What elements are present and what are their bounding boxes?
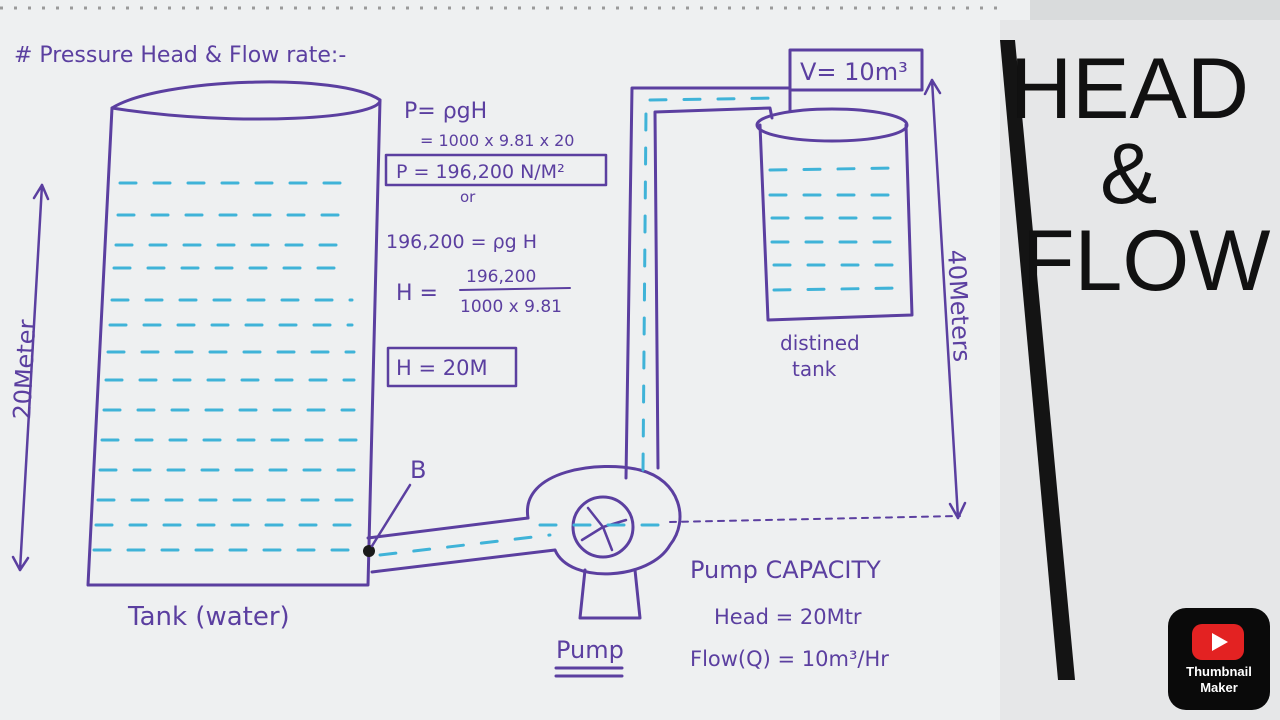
pump-icon	[526, 465, 682, 620]
heading-text: # Pressure Head & Flow rate:-	[14, 43, 346, 68]
tank-label: Tank (water)	[127, 602, 290, 632]
pump-label: Pump	[556, 636, 624, 664]
formula-line2: = 1000 x 9.81 x 20	[420, 131, 574, 150]
formula-denominator: 1000 x 9.81	[460, 297, 562, 317]
source-tank	[86, 80, 382, 587]
badge-line1: Thumbnail	[1186, 664, 1252, 679]
formula-numerator: 196,200	[466, 267, 536, 287]
left-dimension-label: 20Meter	[8, 319, 41, 421]
destination-label-line1: distined	[780, 331, 860, 355]
left-dimension-arrow	[11, 183, 50, 572]
badge-line2: Maker	[1200, 680, 1238, 695]
destination-label-line2: tank	[792, 357, 837, 381]
volume-box	[788, 48, 924, 92]
pump-capacity-flow: Flow(Q) = 10m³/Hr	[690, 647, 889, 671]
formula-or: or	[460, 188, 476, 206]
formula-line1: P= ρgH	[404, 99, 487, 124]
pump-capacity-head: Head = 20Mtr	[714, 605, 862, 629]
pump-capacity-title: Pump CAPACITY	[690, 556, 881, 584]
riser-pipe	[624, 86, 792, 480]
title-flow: FLOW	[1022, 213, 1270, 309]
pump-label-underline	[554, 666, 624, 678]
formula-h-label: H =	[396, 281, 438, 306]
right-dimension-arrow	[923, 78, 967, 520]
volume-label: V= 10m³	[800, 58, 908, 86]
source-tank-water	[92, 181, 358, 552]
title-overlay: HEAD & FLOW	[1010, 41, 1270, 309]
formula-result: H = 20M	[396, 356, 488, 380]
formula-boxed: P = 196,200 N/M²	[396, 161, 565, 183]
title-head: HEAD	[1010, 41, 1249, 137]
thumbnail-maker-badge[interactable]: Thumbnail Maker	[1168, 608, 1270, 710]
datum-line	[669, 515, 961, 523]
pump-capacity-block: Pump CAPACITY Head = 20Mtr Flow(Q) = 10m…	[690, 556, 889, 671]
inlet-pipe	[366, 516, 557, 574]
point-b-label: B	[410, 456, 426, 484]
destination-tank-water	[768, 166, 904, 292]
title-ampersand: &	[1100, 126, 1157, 222]
formula-block: P= ρgH = 1000 x 9.81 x 20 P = 196,200 N/…	[384, 99, 608, 388]
destination-tank	[755, 107, 914, 322]
right-dimension-label: 40Meters	[942, 249, 976, 363]
formula-line3: 196,200 = ρg H	[386, 231, 537, 253]
destination-tank-label: distined tank	[780, 331, 866, 381]
